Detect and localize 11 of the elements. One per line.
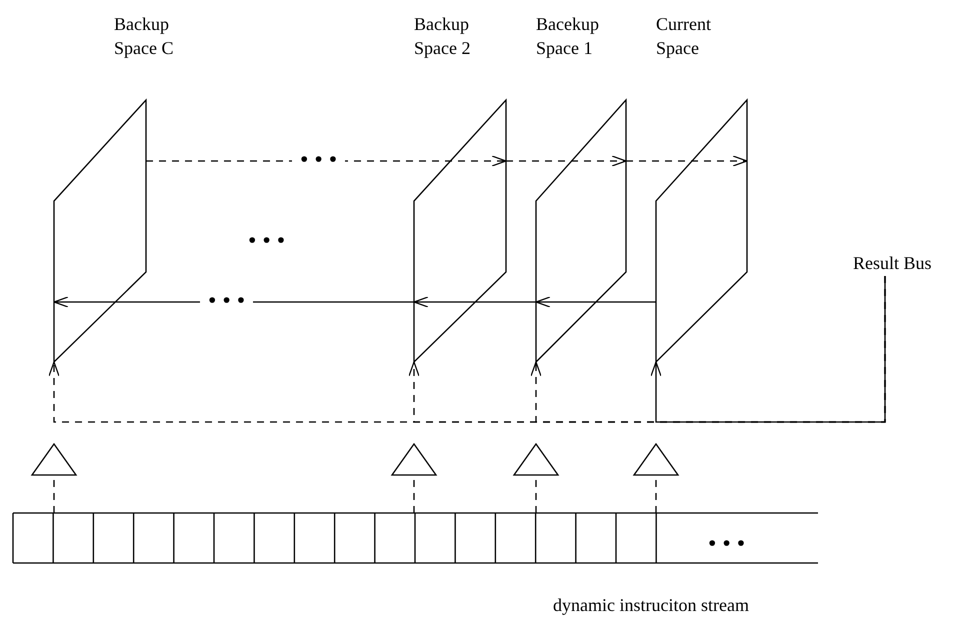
arrow (48, 276, 886, 423)
arrow (626, 155, 748, 167)
plane-heading: Current Space (656, 13, 712, 60)
arrow (535, 296, 656, 308)
arrow (506, 155, 627, 167)
stream-caption: dynamic instruciton stream (553, 594, 749, 617)
plane-heading: Backup Space 2 (414, 13, 472, 60)
bus-label: Result Bus (853, 250, 963, 276)
plane-heading: Bacekup Space 1 (536, 13, 600, 60)
arrow (413, 296, 536, 308)
plane-heading: Backup Space C (114, 13, 174, 60)
